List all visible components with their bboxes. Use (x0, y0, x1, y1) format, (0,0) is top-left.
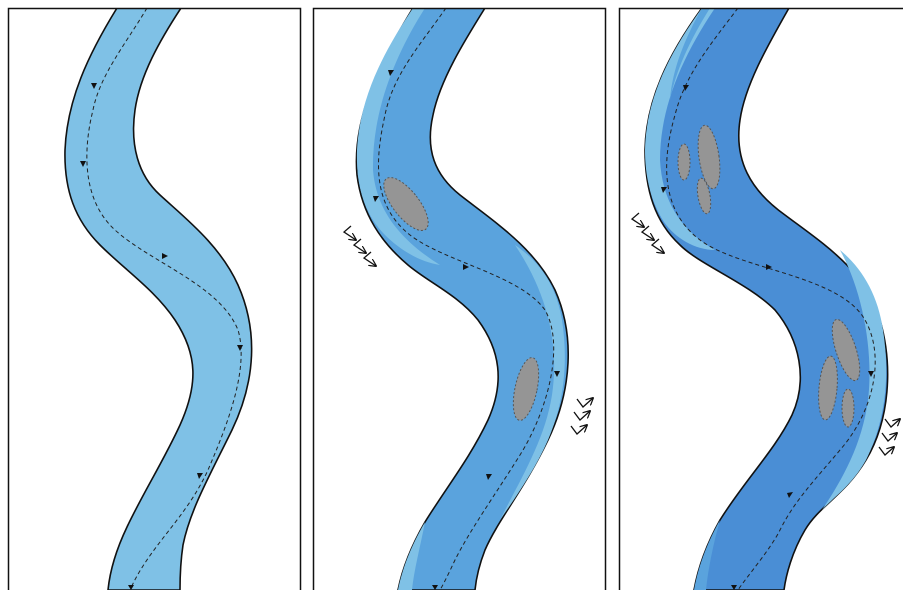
erosion-arrow-icon (571, 398, 593, 434)
river-channel (356, 8, 568, 590)
sediment-deposit (678, 144, 690, 180)
sediment-deposit (842, 389, 854, 427)
panel-2 (356, 8, 568, 590)
panel-3 (645, 8, 888, 590)
panel-1 (65, 8, 252, 590)
erosion-arrow-icon (344, 226, 376, 266)
erosion-arrow-icon (879, 419, 900, 455)
river-channel (65, 8, 252, 590)
river-channel (645, 8, 888, 590)
